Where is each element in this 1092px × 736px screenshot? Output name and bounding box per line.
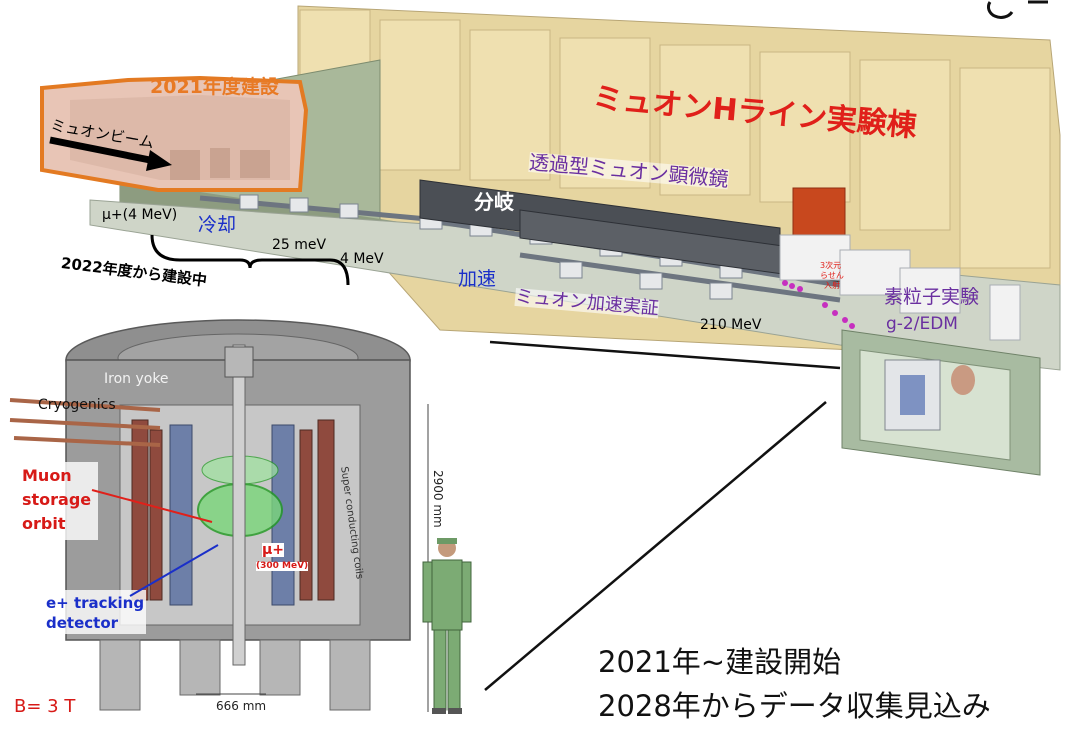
label-energy-4mev-initial: μ+(4 MeV) xyxy=(102,207,178,223)
label-mu-energy: (300 MeV) xyxy=(256,561,309,571)
label-muon-orbit-2: storage xyxy=(22,490,92,509)
label-construction-2021: 2021年度建設 xyxy=(150,76,279,98)
label-spiral-injection-3: 入射 xyxy=(824,281,840,290)
zoom-line-bottom xyxy=(484,401,827,691)
label-energy-4mev: 4 MeV xyxy=(340,251,384,267)
human-figure xyxy=(422,538,472,714)
label-particle-exp-1: 素粒子実験 xyxy=(884,286,980,308)
label-branch: 分岐 xyxy=(474,190,514,214)
timeline-line1: 2021年~建設開始 xyxy=(598,645,842,679)
label-field: B= 3 T xyxy=(14,696,76,717)
label-spiral-injection-2: らせん xyxy=(820,271,844,280)
label-cooling: 冷却 xyxy=(198,214,237,236)
label-particle-exp-2: g-2/EDM xyxy=(886,314,958,334)
label-energy-210mev: 210 MeV xyxy=(700,317,762,333)
label-energy-25mev: 25 meV xyxy=(272,237,327,253)
label-tracking-2: detector xyxy=(46,614,119,632)
label-acceleration: 加速 xyxy=(458,268,497,290)
label-iron-yoke: Iron yoke xyxy=(104,371,169,387)
label-mu-plus: μ+ xyxy=(262,542,285,558)
zoom-line-top xyxy=(489,340,841,370)
label-muon-orbit-1: Muon xyxy=(22,466,72,485)
label-tracking-1: e+ tracking xyxy=(46,594,145,612)
corner-mark xyxy=(986,1,1014,19)
label-spiral-injection-1: 3次元 xyxy=(820,261,842,270)
timeline-line2: 2028年からデータ収集見込み xyxy=(598,689,991,723)
label-width-dim: 666 mm xyxy=(216,699,267,713)
muon-beam-arrow xyxy=(49,136,172,171)
cooling-bracket xyxy=(150,234,350,286)
label-muon-orbit-3: orbit xyxy=(22,514,66,533)
label-height-dim: 2900 mm xyxy=(431,470,445,528)
detector-illustration xyxy=(9,319,429,712)
label-cryogenics: Cryogenics xyxy=(38,397,116,413)
